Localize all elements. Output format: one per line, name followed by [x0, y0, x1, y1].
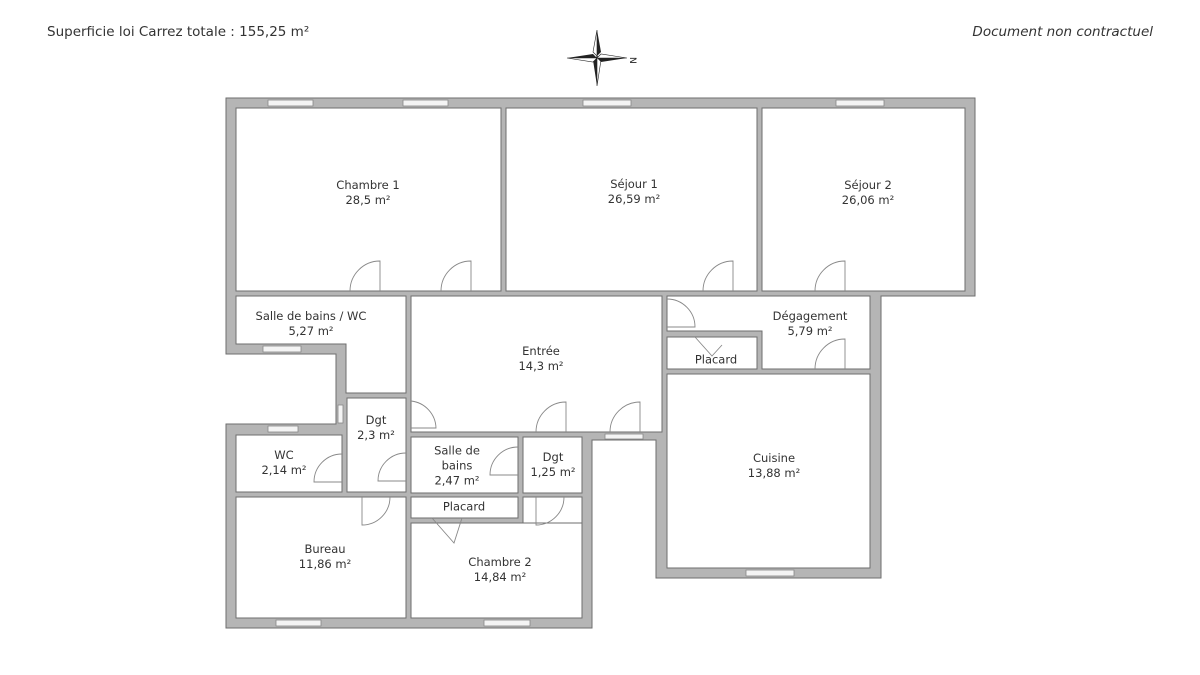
doors — [313, 260, 846, 544]
room-label-placard-1: Placard — [694, 352, 738, 367]
room-bureau — [235, 496, 407, 619]
total-area-header: Superficie loi Carrez totale : 155,25 m² — [47, 24, 309, 40]
room-degagement-top — [666, 295, 871, 332]
room-wc — [235, 434, 343, 493]
windows — [262, 99, 885, 627]
room-placard-1 — [666, 336, 758, 370]
north-label: N — [627, 57, 637, 64]
room-sejour-1 — [505, 107, 758, 292]
room-sdb — [410, 436, 519, 494]
room-label-placard-2: Placard — [442, 499, 486, 514]
total-area-label: Superficie loi Carrez totale : — [47, 24, 235, 40]
room-sejour-2 — [761, 107, 966, 292]
room-chambre-2 — [410, 522, 583, 619]
room-placard-2 — [410, 496, 519, 519]
total-area-value: 155,25 m² — [239, 24, 310, 40]
room-sdb-wc — [235, 295, 407, 394]
room-chambre-1 — [235, 107, 502, 292]
room-dgt-2 — [522, 436, 583, 494]
room-dgt-1 — [346, 397, 407, 493]
room-cuisine — [666, 373, 871, 569]
compass-rose-icon: N — [564, 29, 644, 94]
disclaimer: Document non contractuel — [972, 24, 1153, 40]
